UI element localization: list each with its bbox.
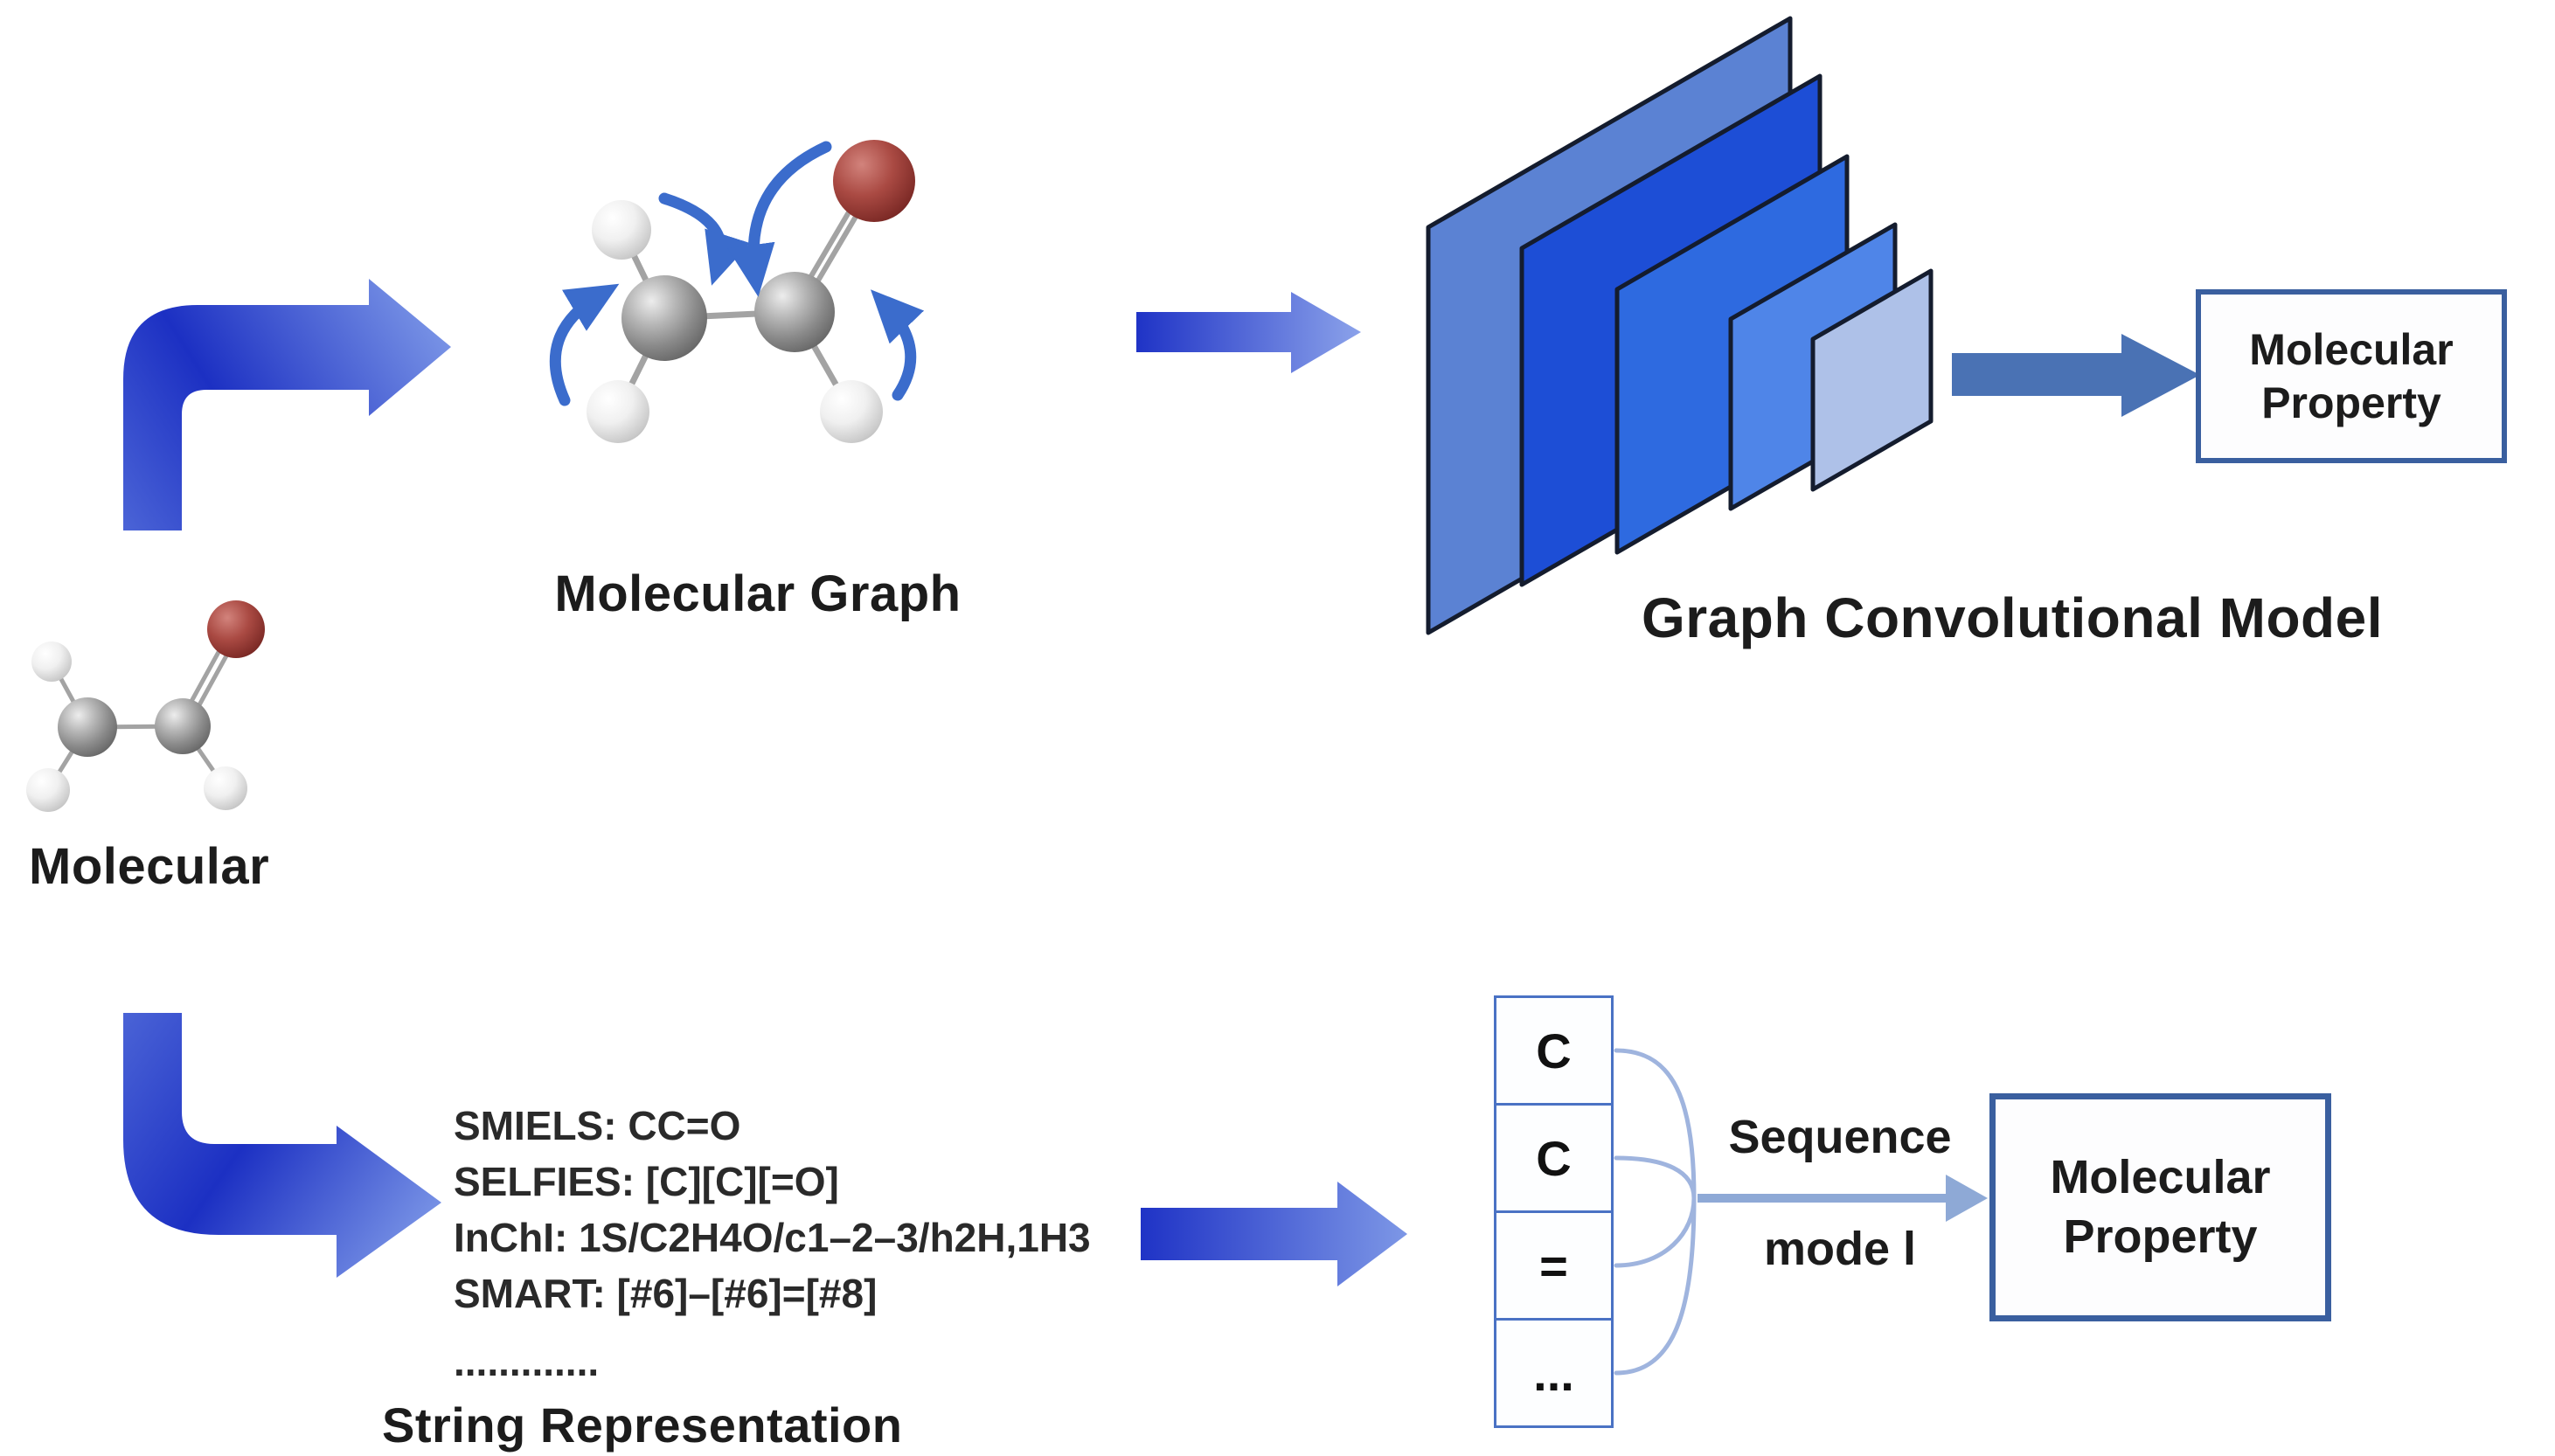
ellipsis-line: ............. [454, 1339, 600, 1384]
elbow-arrow-up-icon [123, 279, 451, 530]
sequence-model-label-line1: Sequence [1728, 1111, 1952, 1163]
property-box-line: Property [2063, 1210, 2258, 1263]
curved-edge-arrow-icon [727, 141, 832, 297]
hydrogen-atom [592, 200, 651, 260]
curved-edge-arrow-icon [549, 283, 620, 406]
carbon-atom [621, 275, 707, 361]
molecular-graph-label: Molecular Graph [554, 565, 962, 622]
property-box-line: Molecular [2249, 324, 2454, 374]
hydrogen-atom [204, 766, 247, 810]
string-representation-label: String Representation [382, 1397, 903, 1453]
hydrogen-atom [26, 768, 70, 812]
sequence-model-arrow-icon [1698, 1175, 1988, 1222]
arrow-right-string-to-tokens-icon [1141, 1182, 1407, 1286]
elbow-arrow-down-icon [123, 1013, 441, 1278]
molecule-label: Molecular [29, 838, 270, 895]
gcn-sheet-5 [1810, 268, 1934, 492]
gcn-label: Graph Convolutional Model [1641, 586, 2384, 649]
curved-edge-arrow-icon [871, 289, 925, 401]
molecular-property-box-top: Molecular Property [2196, 289, 2507, 463]
token-cell: = [1494, 1210, 1614, 1321]
selfies-line: SELFIES: [C][C][=O] [454, 1159, 839, 1204]
property-box-line: Molecular [2050, 1151, 2271, 1203]
curved-edge-arrow-icon [658, 192, 751, 286]
arrow-right-graph-to-gcn-icon [1136, 292, 1361, 373]
carbon-atom [155, 698, 211, 754]
token-cell: C [1494, 995, 1614, 1106]
arrow-right-gcn-to-property-icon [1952, 334, 2200, 417]
carbon-atom [58, 697, 117, 757]
oxygen-atom [833, 140, 915, 222]
oxygen-atom [207, 600, 265, 658]
gcn-sheet-stack [1426, 16, 1934, 635]
property-box-line: Property [2261, 378, 2441, 427]
molecular-property-box-bottom: Molecular Property [1989, 1093, 2331, 1321]
smarts-line: SMART: [#6]–[#6]=[#8] [454, 1271, 878, 1316]
token-cell: ... [1494, 1318, 1614, 1428]
token-brace-curves [1614, 1048, 1697, 1376]
hydrogen-atom [31, 641, 72, 682]
token-cell: C [1494, 1103, 1614, 1213]
smiles-line: SMIELS: CC=O [454, 1103, 741, 1148]
string-representation-block: SMIELS: CC=O SELFIES: [C][C][=O] InChI: … [454, 1098, 1091, 1390]
sequence-model-label-line2: mode l [1763, 1223, 1917, 1275]
hydrogen-atom [587, 380, 649, 443]
hydrogen-atom [820, 380, 883, 443]
inchi-line: InChI: 1S/C2H4O/c1–2–3/h2H,1H3 [454, 1215, 1091, 1260]
